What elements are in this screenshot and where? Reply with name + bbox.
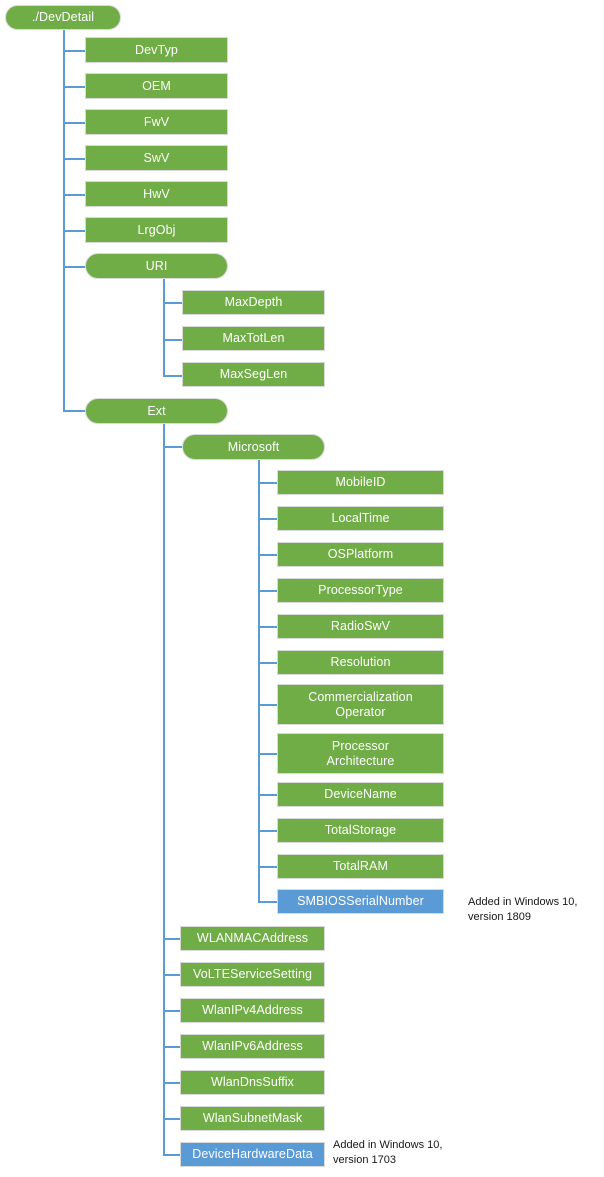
connector-branch [163,974,181,976]
node-oem[interactable]: OEM [85,73,228,99]
connector-branch [63,50,86,52]
node-maxdepth[interactable]: MaxDepth [182,290,325,315]
node-ext[interactable]: Ext [85,398,228,424]
node-radioswv[interactable]: RadioSwV [277,614,444,639]
node-osplatform[interactable]: OSPlatform [277,542,444,567]
node-wlansubnetmask[interactable]: WlanSubnetMask [180,1106,325,1131]
node-localtime[interactable]: LocalTime [277,506,444,531]
node-microsoft[interactable]: Microsoft [182,434,325,460]
connector-branch [258,901,278,903]
connector-branch [163,375,183,377]
connector-branch [258,626,278,628]
connector-branch [258,753,278,755]
annotation-smbiosserialnumber: Added in Windows 10, version 1809 [468,896,578,923]
connector-branch [258,662,278,664]
node-wlanmacaddress[interactable]: WLANMACAddress [180,926,325,951]
connector-branch [63,158,86,160]
connector-branch [63,230,86,232]
node-lrgobj[interactable]: LrgObj [85,217,228,243]
node-hwv[interactable]: HwV [85,181,228,207]
node-totalstorage[interactable]: TotalStorage [277,818,444,843]
node-root-devdetail[interactable]: ./DevDetail [5,5,121,30]
connector-trunk-microsoft [258,458,260,901]
node-devicename[interactable]: DeviceName [277,782,444,807]
connector-trunk-uri [163,278,165,376]
connector-branch [163,302,183,304]
node-processortype[interactable]: ProcessorType [277,578,444,603]
node-wlanipv6address[interactable]: WlanIPv6Address [180,1034,325,1059]
node-maxtotlen[interactable]: MaxTotLen [182,326,325,351]
connector-branch [63,194,86,196]
connector-branch [163,938,181,940]
connector-branch [163,1118,181,1120]
connector-trunk-ext [163,411,165,1154]
node-wlandnssuffix[interactable]: WlanDnsSuffix [180,1070,325,1095]
node-wlanipv4address[interactable]: WlanIPv4Address [180,998,325,1023]
connector-trunk-root [63,30,65,411]
node-resolution[interactable]: Resolution [277,650,444,675]
connector-branch [163,1154,181,1156]
node-commercializationoperator[interactable]: Commercialization Operator [277,684,444,725]
node-mobileid[interactable]: MobileID [277,470,444,495]
node-devtyp[interactable]: DevTyp [85,37,228,63]
connector-branch [258,590,278,592]
connector-branch [163,446,183,448]
node-voltesservicesetting[interactable]: VoLTEServiceSetting [180,962,325,987]
connector-branch [63,86,86,88]
node-totalram[interactable]: TotalRAM [277,854,444,879]
node-processorarchitecture[interactable]: Processor Architecture [277,733,444,774]
connector-branch [63,122,86,124]
connector-branch [258,482,278,484]
node-swv[interactable]: SwV [85,145,228,171]
connector-branch [63,410,86,412]
connector-branch [63,266,86,268]
node-devicehardwaredata[interactable]: DeviceHardwareData [180,1142,325,1167]
connector-branch [163,1082,181,1084]
connector-branch [258,704,278,706]
connector-branch [163,1010,181,1012]
connector-branch [258,866,278,868]
node-fwv[interactable]: FwV [85,109,228,135]
node-uri[interactable]: URI [85,253,228,279]
connector-branch [258,554,278,556]
annotation-devicehardwaredata: Added in Windows 10, version 1703 [333,1139,443,1166]
node-maxseglen[interactable]: MaxSegLen [182,362,325,387]
connector-branch [258,518,278,520]
connector-branch [163,1046,181,1048]
connector-branch [163,339,183,341]
connector-branch [258,830,278,832]
connector-branch [258,794,278,796]
node-smbiosserialnumber[interactable]: SMBIOSSerialNumber [277,889,444,914]
